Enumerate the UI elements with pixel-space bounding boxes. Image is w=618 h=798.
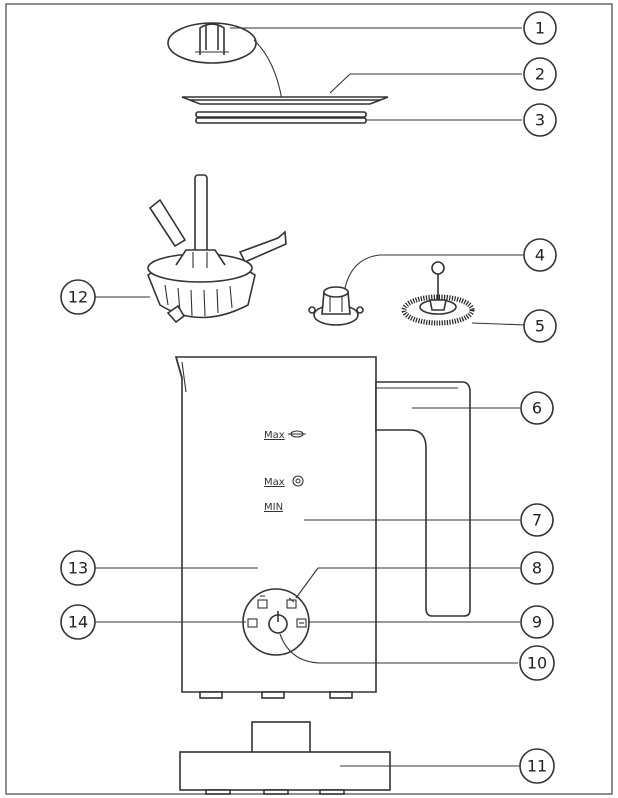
mode-icon-warm-milk <box>247 618 258 628</box>
callout-10: 10 <box>519 645 555 681</box>
callout-2: 2 <box>329 57 557 94</box>
callout-12: 12 <box>60 279 96 315</box>
callout-7: 7 <box>520 503 554 537</box>
svg-text:10: 10 <box>527 654 547 673</box>
spring-whisk <box>308 286 364 326</box>
frothing-disc <box>401 261 475 326</box>
svg-text:7: 7 <box>532 511 542 530</box>
mode-icon-hot-chocolate <box>296 618 307 628</box>
svg-text:9: 9 <box>532 613 542 632</box>
min-marking: MIN <box>264 502 283 513</box>
whisk-holder <box>147 174 287 324</box>
callout-9: 9 <box>520 605 554 639</box>
svg-text:3: 3 <box>535 111 545 130</box>
control-panel <box>242 588 310 656</box>
callout-3: 3 <box>366 103 557 137</box>
svg-text:Max: Max <box>264 430 285 441</box>
callout-13: 13 <box>60 550 96 586</box>
svg-text:4: 4 <box>535 246 545 265</box>
diagram-frame <box>5 3 613 795</box>
svg-text:8: 8 <box>532 559 542 578</box>
svg-text:12: 12 <box>68 288 88 307</box>
lid-knob <box>167 22 257 64</box>
svg-text:2: 2 <box>535 65 545 84</box>
svg-text:14: 14 <box>68 613 88 632</box>
callout-6: 6 <box>520 391 554 425</box>
callout-5: 5 <box>523 309 557 343</box>
callout-14: 14 <box>60 604 96 640</box>
callout-8: 8 <box>520 551 554 585</box>
jug-body <box>174 356 377 699</box>
lid <box>181 96 389 105</box>
max-milk-marking: Max <box>264 475 304 488</box>
jug-handle <box>375 381 471 617</box>
power-icon <box>268 611 288 634</box>
svg-text:11: 11 <box>527 757 547 776</box>
callout-11: 11 <box>519 748 555 784</box>
callout-1: 1 <box>230 11 557 45</box>
milk-symbol-icon <box>292 475 304 487</box>
svg-text:13: 13 <box>68 559 88 578</box>
svg-text:Max: Max <box>264 477 285 488</box>
svg-text:6: 6 <box>532 399 542 418</box>
seal-ring <box>195 111 367 124</box>
svg-text:5: 5 <box>535 317 545 336</box>
callout-4: 4 <box>523 238 557 272</box>
power-base <box>179 721 391 795</box>
svg-text:1: 1 <box>535 19 545 38</box>
mode-icon-cold-froth <box>257 595 268 609</box>
mode-icon-hot-froth <box>286 597 297 609</box>
max-froth-marking: Max <box>264 430 306 441</box>
whisk-symbol-icon <box>288 430 306 438</box>
